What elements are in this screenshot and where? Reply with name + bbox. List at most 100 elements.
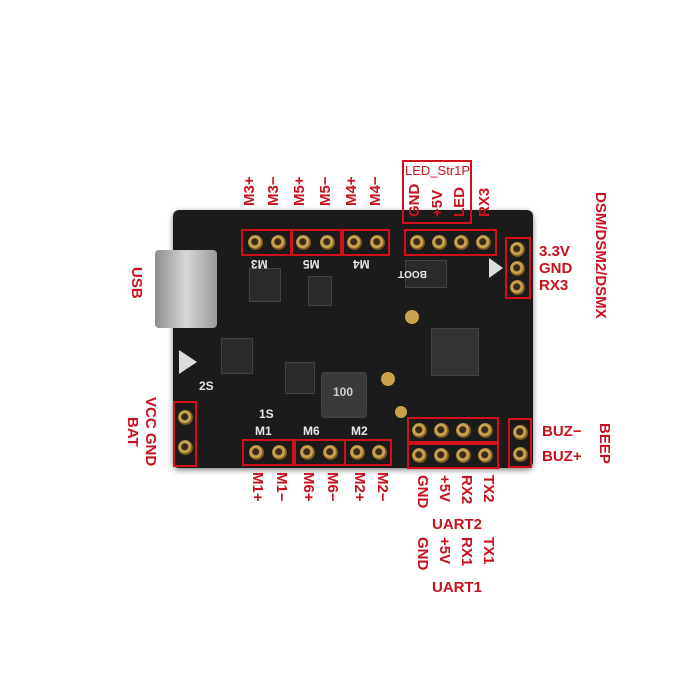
- buzzer-header-box: [508, 418, 532, 468]
- uart1-header-box: [407, 417, 499, 443]
- solder-pad: [381, 372, 395, 386]
- pin: [370, 235, 385, 250]
- label-m1-plus: M1+: [249, 472, 266, 502]
- pin: [347, 235, 362, 250]
- label-m3-minus: M3−: [265, 176, 282, 206]
- label-led-5v: +5V: [429, 189, 446, 217]
- pin: [456, 423, 471, 438]
- pin: [513, 425, 528, 440]
- vcc-gnd-label: VCC GND: [142, 397, 159, 467]
- pin: [510, 242, 525, 257]
- flight-controller-board: M3 M5 M4 M1 M6 M2 2S 1S 100 BOOT: [155, 210, 533, 468]
- led-rx3-header-box: [404, 229, 497, 256]
- m2-header-box: [344, 439, 392, 466]
- arrow-marker: [179, 350, 197, 374]
- beep-label: BEEP: [596, 423, 613, 464]
- mosfet-chip: [285, 362, 315, 394]
- driver-chip: [249, 268, 281, 302]
- silk-m3: M3: [251, 257, 268, 271]
- pin: [271, 235, 286, 250]
- uart1-title: UART1: [432, 579, 483, 596]
- pin: [434, 423, 449, 438]
- silk-2s: 2S: [199, 379, 214, 393]
- label-uart1-tx1: TX1: [480, 537, 497, 565]
- pin: [478, 448, 493, 463]
- usb-label: USB: [128, 267, 145, 299]
- pin: [434, 448, 449, 463]
- label-m2-plus: M2+: [351, 472, 368, 502]
- power-header-box: [173, 401, 197, 467]
- silk-boot: BOOT: [398, 268, 427, 279]
- mosfet-chip: [308, 276, 332, 306]
- pin: [350, 445, 365, 460]
- pin: [510, 280, 525, 295]
- pin: [296, 235, 311, 250]
- label-m1-minus: M1−: [273, 472, 290, 502]
- uart2-title: UART2: [432, 516, 483, 533]
- pin: [410, 235, 425, 250]
- dsm-header-box: [505, 237, 531, 299]
- m5-header-box: [290, 229, 342, 256]
- label-buz-plus: BUZ+: [542, 448, 582, 465]
- pin: [272, 445, 287, 460]
- label-m5-minus: M5−: [317, 176, 334, 206]
- led-strip-label-box: [402, 160, 472, 224]
- label-uart1-5v: +5V: [436, 537, 453, 565]
- regulator-chip: [221, 338, 253, 374]
- solder-pad: [395, 406, 407, 418]
- label-uart2-tx2: TX2: [480, 475, 497, 503]
- m3-header-box: [241, 229, 293, 256]
- label-led-data: LED: [451, 187, 468, 217]
- label-m3-plus: M3+: [241, 176, 258, 206]
- label-m5-plus: M5+: [291, 176, 308, 206]
- label-led-gnd: GND: [406, 183, 423, 217]
- m1-header-box: [242, 439, 294, 466]
- silk-100: 100: [333, 385, 354, 399]
- pin: [372, 445, 387, 460]
- label-uart2-5v: +5V: [436, 475, 453, 503]
- pin: [476, 235, 491, 250]
- label-dsm-rx3: RX3: [539, 277, 569, 294]
- pin: [412, 448, 427, 463]
- silk-m4: M4: [353, 257, 370, 271]
- label-dsm-3v3: 3.3V: [539, 243, 570, 260]
- silk-m2: M2: [351, 424, 368, 438]
- pin: [300, 445, 315, 460]
- pin: [248, 235, 263, 250]
- usb-connector: [155, 250, 217, 328]
- pin: [478, 423, 493, 438]
- silk-m5: M5: [303, 257, 320, 271]
- pin: [456, 448, 471, 463]
- arrow-marker: [489, 258, 503, 278]
- label-uart2-gnd: GND: [414, 475, 431, 509]
- label-uart2-rx2: RX2: [458, 475, 475, 505]
- pin: [249, 445, 264, 460]
- pin: [510, 261, 525, 276]
- bat-label: BAT: [124, 417, 141, 447]
- label-rx3-top: RX3: [476, 187, 493, 217]
- dsm-label: DSM/DSM2/DSMX: [592, 192, 609, 319]
- pin: [454, 235, 469, 250]
- label-m6-plus: M6+: [300, 472, 317, 502]
- sensor-chip: [405, 260, 447, 288]
- silk-m6: M6: [303, 424, 320, 438]
- pin: [513, 447, 528, 462]
- pin: [412, 423, 427, 438]
- solder-pad: [405, 310, 419, 324]
- label-m6-minus: M6−: [324, 472, 341, 502]
- silk-1s: 1S: [259, 407, 274, 421]
- m4-header-box: [342, 229, 390, 256]
- label-m2-minus: M2−: [374, 472, 391, 502]
- label-uart1-gnd: GND: [414, 537, 431, 571]
- label-m4-minus: M4−: [367, 176, 384, 206]
- silk-m1: M1: [255, 424, 272, 438]
- inductor: [321, 372, 367, 418]
- led-strip-title: LED_Str1P: [405, 163, 471, 178]
- pin: [320, 235, 335, 250]
- pin: [432, 235, 447, 250]
- uart2-header-box: [407, 443, 499, 469]
- pin: [178, 410, 193, 425]
- label-uart1-rx1: RX1: [458, 537, 475, 567]
- mcu-chip: [431, 328, 479, 376]
- pin: [178, 440, 193, 455]
